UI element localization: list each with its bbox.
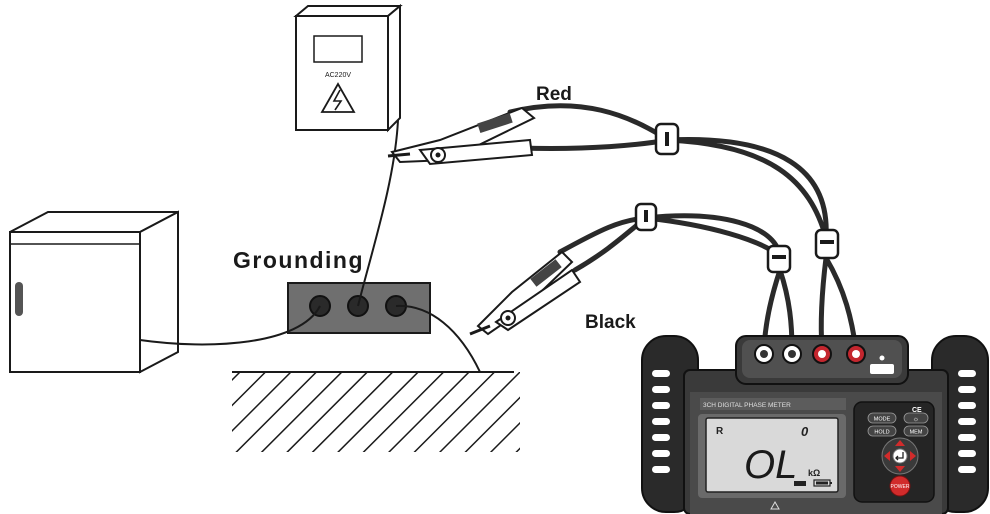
plug-connector-2 <box>634 202 658 232</box>
black-lead-label: Black <box>585 312 636 333</box>
ac-panel-voltage: AC220V <box>325 72 351 79</box>
lcd-reading: OL <box>744 443 797 487</box>
lcd-unit: kΩ <box>808 468 820 478</box>
meter-model: 3CH DIGITAL PHASE METER <box>703 402 791 409</box>
red-probe <box>387 106 536 166</box>
cabinet-handle <box>15 282 23 316</box>
plug-connector-4 <box>766 244 792 274</box>
navigation-pad[interactable] <box>881 437 919 475</box>
enter-icon <box>895 452 904 461</box>
nav-left-icon[interactable] <box>884 451 890 461</box>
grounding-label: Grounding <box>233 247 364 273</box>
earth-ground <box>232 371 520 452</box>
meter-lcd: R 0 OL kΩ <box>698 414 846 498</box>
svg-text:POWER: POWER <box>891 484 910 490</box>
warning-triangle-icon <box>770 500 780 510</box>
ac-panel-window <box>313 35 363 63</box>
ce-mark: CE <box>912 407 922 414</box>
nav-up-icon[interactable] <box>895 440 905 446</box>
svg-text:MODE: MODE <box>874 417 891 423</box>
meter-jack-panel <box>735 335 909 385</box>
lcd-channel: 0 <box>801 424 809 439</box>
mode-button[interactable]: MODE <box>867 412 897 424</box>
grounding-bar <box>287 282 431 334</box>
svg-text:☼: ☼ <box>913 416 919 423</box>
nav-down-icon[interactable] <box>895 466 905 472</box>
power-button[interactable]: POWER <box>889 475 911 497</box>
meter-button-panel: CE MODE ☼ HOLD MEM <box>853 401 935 503</box>
light-button[interactable]: ☼ <box>903 412 929 424</box>
red-lead-label: Red <box>536 84 572 105</box>
indicator-led <box>879 355 885 361</box>
ac-panel: AC220V <box>293 3 403 133</box>
nav-right-icon[interactable] <box>910 451 916 461</box>
enter-button[interactable] <box>892 448 908 464</box>
cabinet <box>9 210 179 374</box>
hold-button[interactable]: HOLD <box>867 425 897 437</box>
high-voltage-warning-icon <box>320 82 356 113</box>
svg-text:MEM: MEM <box>910 430 923 436</box>
mem-button[interactable]: MEM <box>903 425 929 437</box>
svg-text:HOLD: HOLD <box>874 430 889 436</box>
ground-wires <box>139 119 481 373</box>
lcd-mode: R <box>716 426 724 437</box>
black-probe <box>469 250 582 336</box>
usb-port <box>870 364 894 374</box>
phase-meter: 3CH DIGITAL PHASE METER R 0 OL kΩ CE MOD… <box>641 335 989 514</box>
plug-connector-1 <box>654 122 680 156</box>
plug-connector-3 <box>814 228 840 260</box>
test-lead-cables <box>507 103 859 353</box>
